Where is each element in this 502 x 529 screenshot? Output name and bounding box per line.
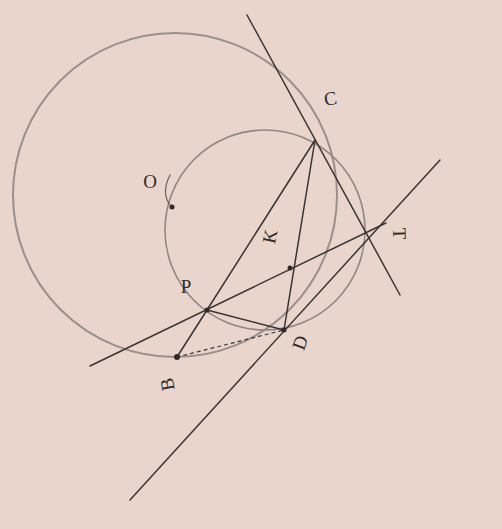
segment (177, 310, 207, 357)
pencil-mark (165, 175, 172, 207)
point-label: C (322, 88, 338, 109)
point-label: D (289, 332, 312, 351)
point-label: O (143, 172, 157, 191)
point (205, 308, 210, 313)
point-label: T (390, 227, 409, 239)
segment (207, 310, 284, 330)
point (170, 205, 175, 210)
point-label: K (259, 227, 280, 244)
secant-line (90, 223, 386, 366)
segment (284, 140, 315, 330)
point (174, 354, 180, 360)
small-circle (165, 130, 365, 330)
segment (207, 140, 315, 310)
point (282, 328, 287, 333)
point-label: P (181, 277, 192, 296)
point-label: B (157, 376, 178, 392)
big-circle (13, 33, 337, 357)
point (288, 266, 293, 271)
tangent-line (130, 160, 440, 500)
segment (177, 330, 284, 357)
